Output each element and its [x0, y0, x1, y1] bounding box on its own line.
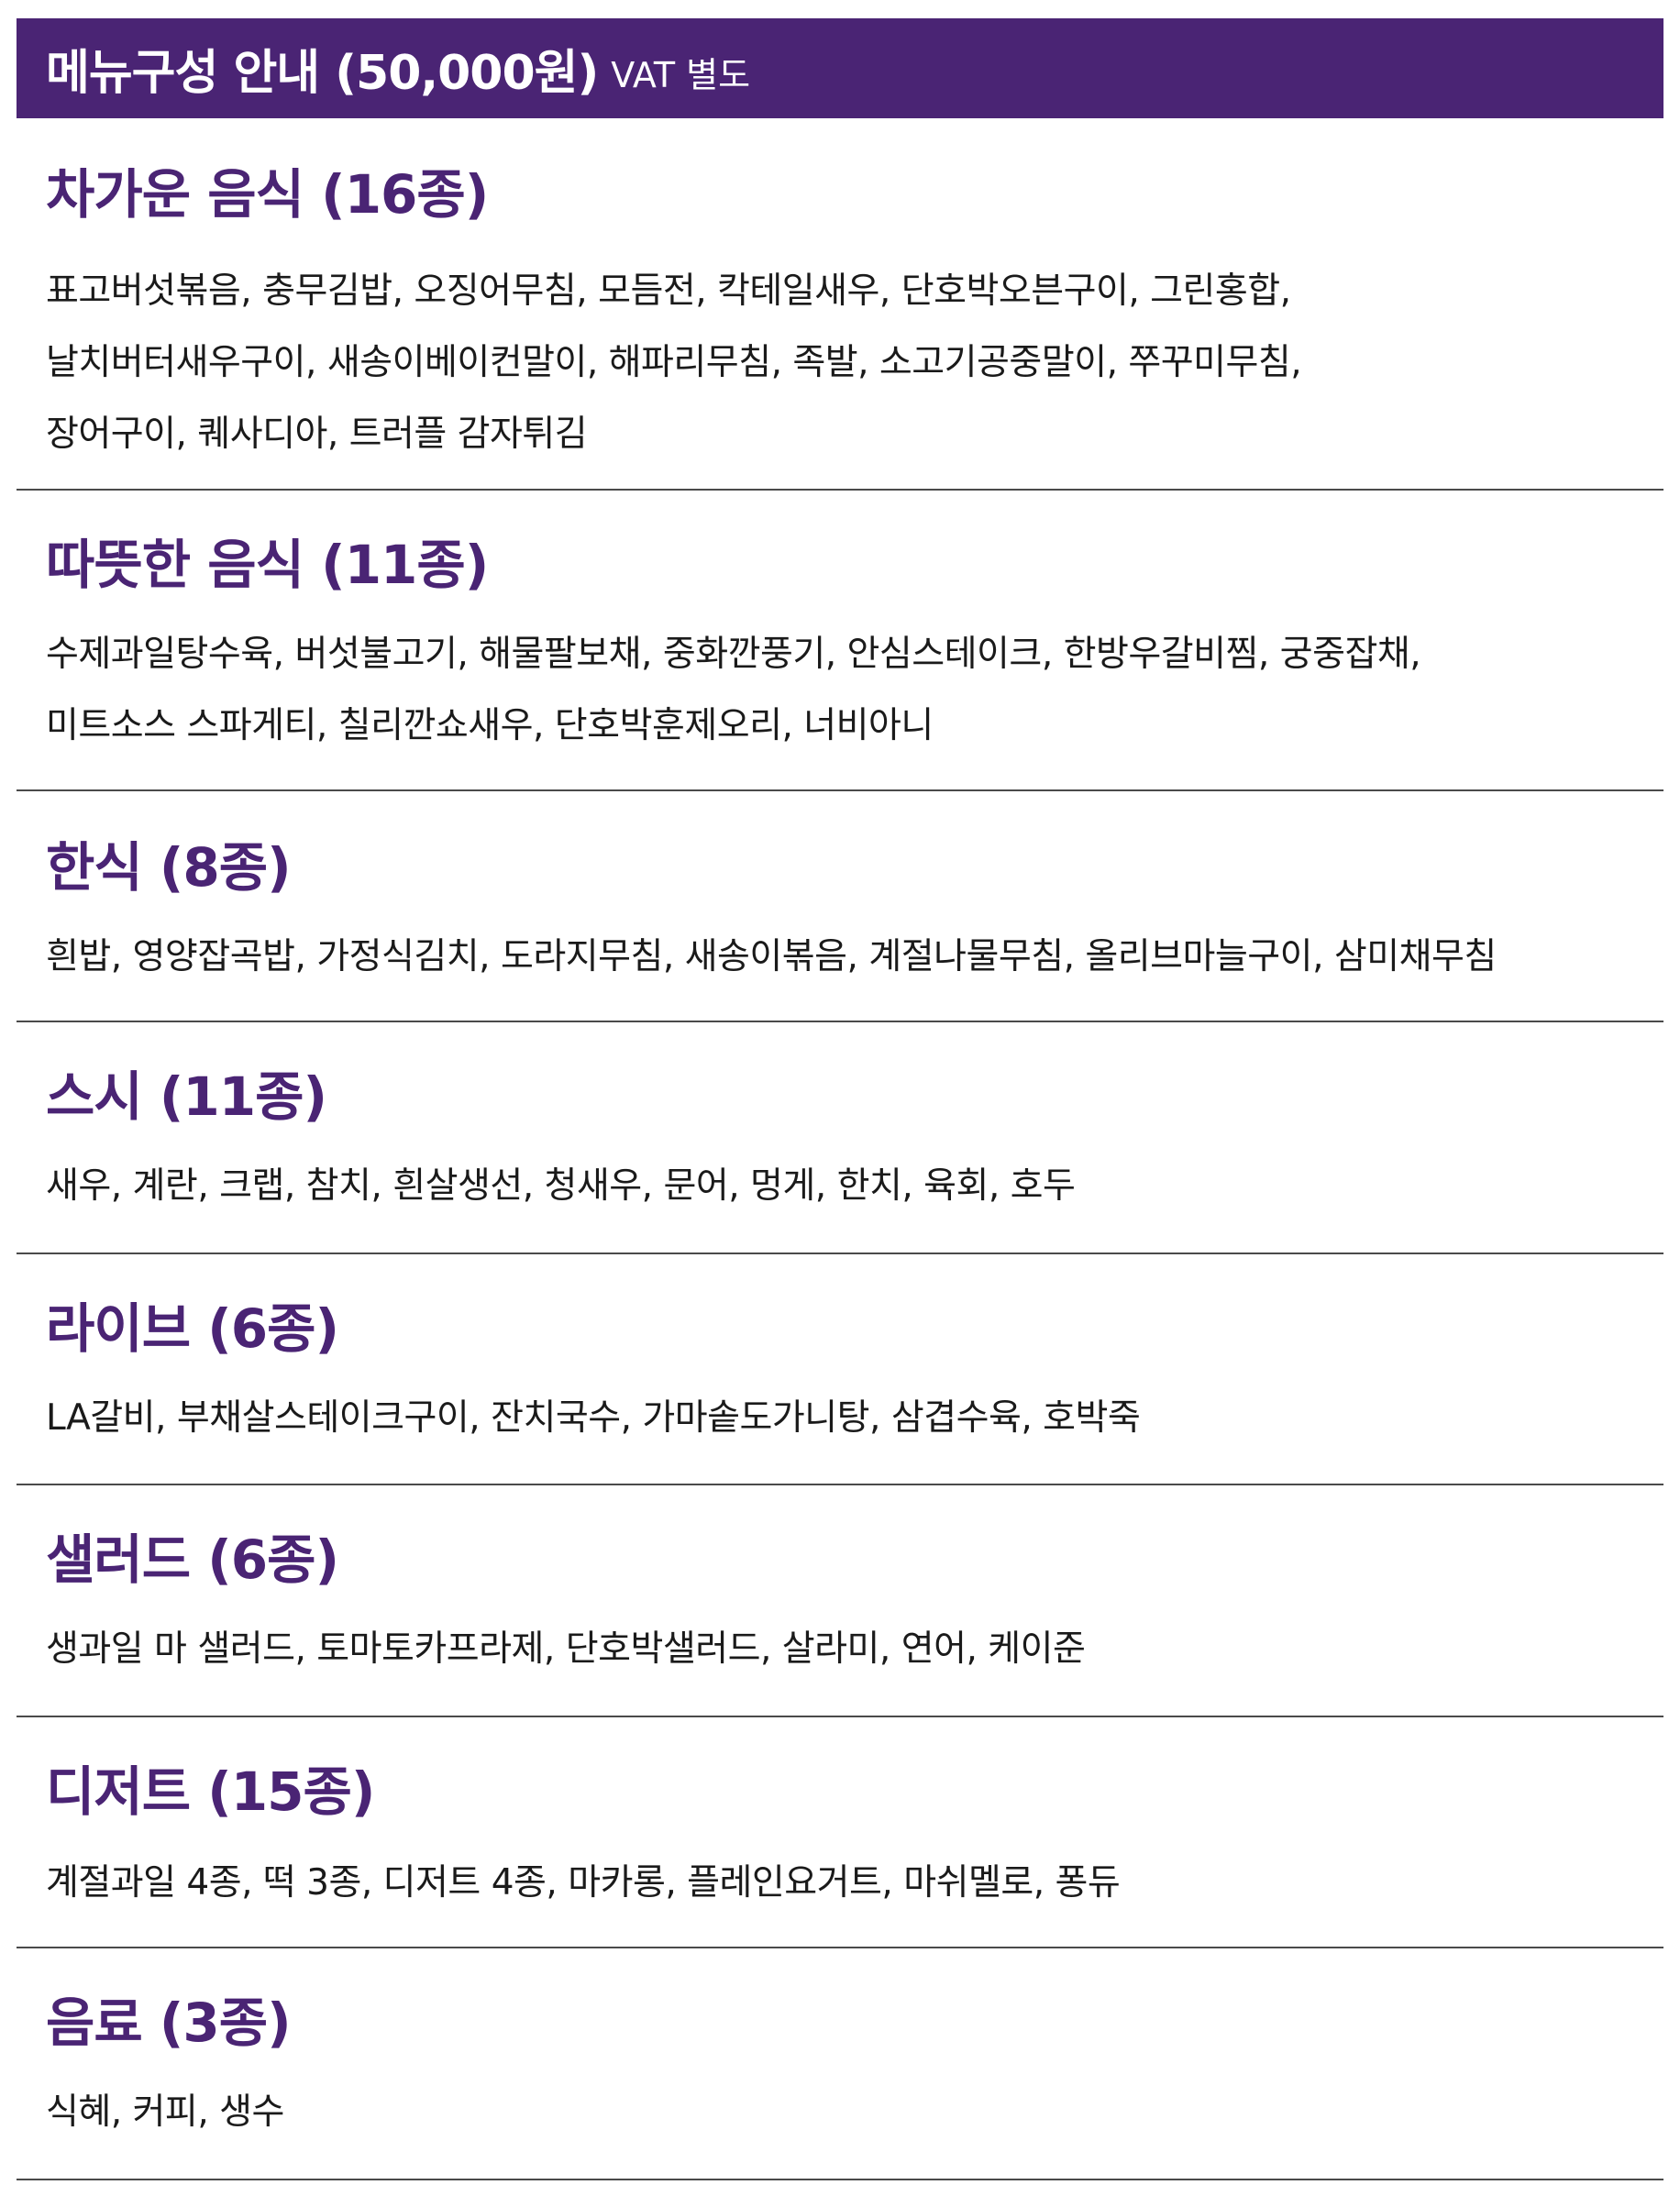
section-warm-dishes: 따뜻한 음식 (11종) 수제과일탕수육, 버섯불고기, 해물팔보채, 중화깐풍… — [17, 491, 1663, 791]
vat-note: VAT 별도 — [611, 55, 751, 95]
item-line: LA갈비, 부채살스테이크구이, 잔치국수, 가마솥도가니탕, 삼겹수육, 호박… — [46, 1397, 1141, 1439]
item-line: 새우, 계란, 크랩, 참치, 흰살생선, 청새우, 문어, 멍게, 한치, 육… — [46, 1165, 1076, 1207]
section-title: 음료 (3종) — [46, 1992, 292, 2054]
section-salad: 샐러드 (6종) 생과일 마 샐러드, 토마토카프라제, 단호박샐러드, 살라미… — [17, 1485, 1663, 1717]
section-title: 따뜻한 음식 (11종) — [46, 534, 489, 596]
section-korean: 한식 (8종) 흰밥, 영양잡곡밥, 가정식김치, 도라지무침, 새송이볶음, … — [17, 791, 1663, 1022]
section-items: 수제과일탕수육, 버섯불고기, 해물팔보채, 중화깐풍기, 안심스테이크, 한방… — [46, 619, 1654, 762]
menu-header: 메뉴구성 안내 (50,000원) VAT 별도 — [17, 18, 1663, 118]
item-line: 수제과일탕수육, 버섯불고기, 해물팔보채, 중화깐풍기, 안심스테이크, 한방… — [46, 634, 1421, 675]
section-items: 생과일 마 샐러드, 토마토카프라제, 단호박샐러드, 살라미, 연어, 케이준 — [46, 1614, 1654, 1685]
section-title: 디저트 (15종) — [46, 1760, 375, 1823]
item-line: 날치버터새우구이, 새송이베이컨말이, 해파리무침, 족발, 소고기공중말이, … — [46, 342, 1302, 383]
section-dessert: 디저트 (15종) 계절과일 4종, 떡 3종, 디저트 4종, 마카롱, 플레… — [17, 1717, 1663, 1948]
section-title: 차가운 음식 (16종) — [46, 163, 489, 226]
section-live: 라이브 (6종) LA갈비, 부채살스테이크구이, 잔치국수, 가마솥도가니탕,… — [17, 1254, 1663, 1485]
section-drinks: 음료 (3종) 식혜, 커피, 생수 — [17, 1948, 1663, 2180]
section-sushi: 스시 (11종) 새우, 계란, 크랩, 참치, 흰살생선, 청새우, 문어, … — [17, 1022, 1663, 1254]
section-items: 흰밥, 영양잡곡밥, 가정식김치, 도라지무침, 새송이볶음, 계절나물무침, … — [46, 921, 1654, 993]
section-items: LA갈비, 부채살스테이크구이, 잔치국수, 가마솥도가니탕, 삼겹수육, 호박… — [46, 1383, 1654, 1454]
section-title: 스시 (11종) — [46, 1065, 327, 1128]
item-line: 표고버섯볶음, 충무김밥, 오징어무침, 모듬전, 칵테일새우, 단호박오븐구이… — [46, 270, 1291, 312]
item-line: 식혜, 커피, 생수 — [46, 2091, 284, 2133]
section-items: 계절과일 4종, 떡 3종, 디저트 4종, 마카롱, 플레인요거트, 마쉬멜로… — [46, 1848, 1654, 1919]
item-line: 생과일 마 샐러드, 토마토카프라제, 단호박샐러드, 살라미, 연어, 케이준 — [46, 1628, 1086, 1670]
section-items: 새우, 계란, 크랩, 참치, 흰살생선, 청새우, 문어, 멍게, 한치, 육… — [46, 1151, 1654, 1222]
section-items: 표고버섯볶음, 충무김밥, 오징어무침, 모듬전, 칵테일새우, 단호박오븐구이… — [46, 256, 1654, 470]
item-line: 장어구이, 퀘사디아, 트러플 감자튀김 — [46, 414, 588, 455]
item-line: 계절과일 4종, 떡 3종, 디저트 4종, 마카롱, 플레인요거트, 마쉬멜로… — [46, 1862, 1121, 1904]
item-line: 흰밥, 영양잡곡밥, 가정식김치, 도라지무침, 새송이볶음, 계절나물무침, … — [46, 936, 1497, 977]
section-title: 샐러드 (6종) — [46, 1528, 339, 1591]
item-line: 미트소스 스파게티, 칠리깐쇼새우, 단호박훈제오리, 너비아니 — [46, 705, 934, 746]
section-items: 식혜, 커피, 생수 — [46, 2077, 1654, 2148]
section-title: 라이브 (6종) — [46, 1297, 339, 1360]
section-cold-dishes: 차가운 음식 (16종) 표고버섯볶음, 충무김밥, 오징어무침, 모듬전, 칵… — [17, 118, 1663, 491]
section-title: 한식 (8종) — [46, 836, 292, 899]
page-title: 메뉴구성 안내 (50,000원) — [46, 46, 599, 101]
